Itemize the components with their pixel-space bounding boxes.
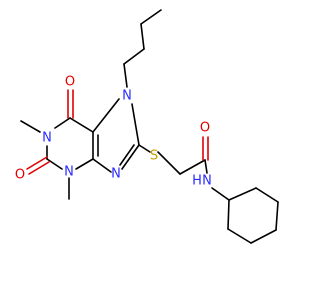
- bond-layer: [20, 9, 279, 244]
- atom-n9: N: [111, 167, 121, 182]
- bond-c5-n7: [92, 98, 120, 133]
- bond-c2-o2-second: [28, 161, 50, 175]
- bond-n7-c1prime: [123, 63, 128, 88]
- bond-n9-c4: [92, 158, 112, 173]
- bond-c1prime-c2prime: [123, 48, 145, 65]
- bond-n1-c6: [54, 117, 71, 129]
- bond-cy4-cy5: [250, 229, 277, 244]
- atom-o2: O: [15, 168, 25, 183]
- atom-n3: N: [64, 165, 74, 180]
- atom-n-amide: N: [202, 174, 212, 189]
- bond-c4-n3: [75, 158, 94, 170]
- bond-c2-o2: [26, 156, 48, 170]
- bond-c8-n9-inner: [119, 144, 135, 166]
- atom-o6: O: [65, 75, 75, 90]
- chemical-structure-diagram: N N N N O O S O N H: [15, 9, 279, 244]
- bond-cy3-cy4: [275, 201, 279, 231]
- bond-c3prime-c4prime: [140, 9, 162, 25]
- bond-n7-c8: [131, 103, 140, 146]
- atom-h-amide: H: [192, 174, 202, 189]
- bond-cy1-cy2: [228, 187, 257, 201]
- bond-n1-methyl: [20, 120, 41, 133]
- atom-s: S: [150, 149, 158, 164]
- bond-c8-n9: [121, 144, 140, 170]
- atom-label-layer: N N N N O O S O N H: [15, 75, 212, 189]
- bond-c8-s: [138, 144, 151, 153]
- bond-cy2-cy3: [255, 187, 279, 203]
- atom-o-amide: O: [200, 121, 210, 136]
- bond-camide-n: [204, 159, 208, 174]
- bond-s-ch2: [157, 151, 181, 175]
- bond-c6-c5: [69, 117, 94, 133]
- bond-n3-c2: [46, 158, 63, 170]
- atom-n1: N: [42, 131, 52, 146]
- bond-ch2-camide: [179, 159, 206, 175]
- bond-cy5-cy6: [227, 228, 252, 244]
- bond-cy6-cy1: [227, 199, 230, 230]
- bond-n-cyclohexyl: [211, 187, 230, 201]
- atom-n7: N: [122, 89, 132, 104]
- bond-c2prime-c3prime: [140, 23, 145, 50]
